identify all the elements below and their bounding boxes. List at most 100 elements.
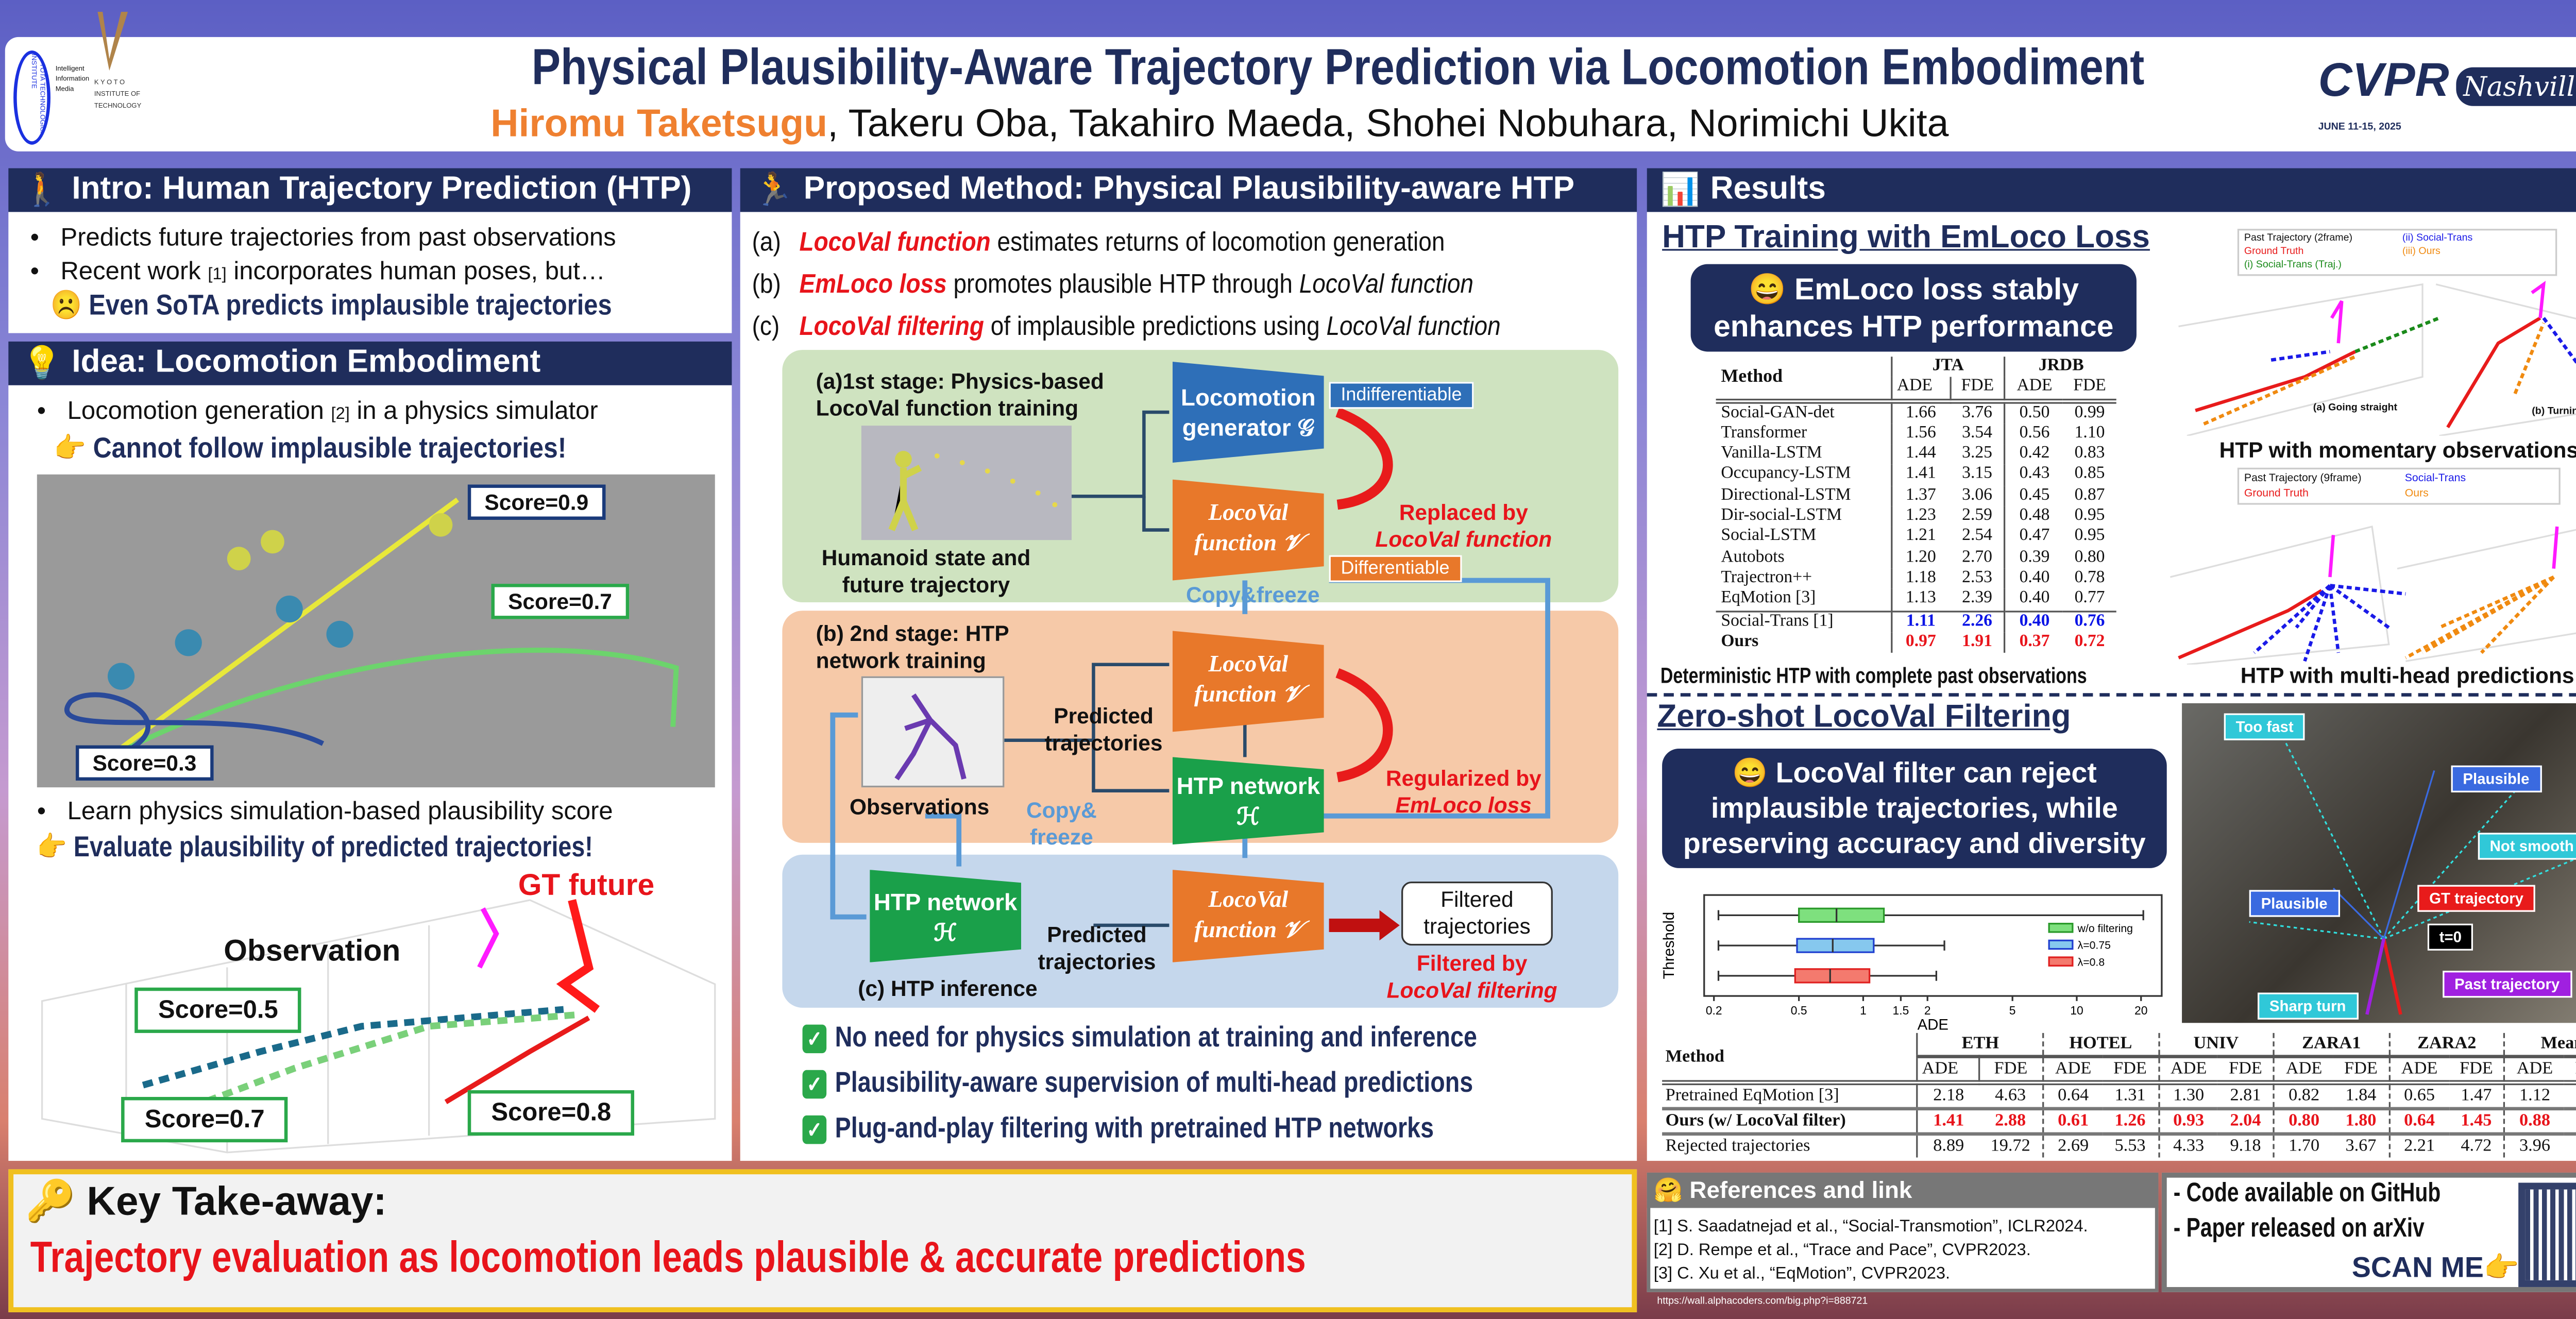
table1-caption: Deterministic HTP with complete past obs… [1660, 663, 2087, 688]
value-cell: 0.80 [2289, 1112, 2320, 1131]
fig1-legend: Past Trajectory (2frame) Ground Truth (i… [2237, 229, 2557, 276]
code-link[interactable]: - Code available on GitHub [2173, 1179, 2441, 1208]
value-cell: 2.70 [1950, 548, 2006, 569]
filtering-photo [2182, 703, 2576, 1023]
indifferentiable-tag: Indifferentiable [1329, 382, 1474, 409]
legend-label: λ=0.75 [2078, 940, 2111, 952]
value-cell: 2.81 [2218, 1083, 2275, 1109]
eth-ucy-table: MethodETHHOTELUNIVZARA1ZARA2MeanADEFDEAD… [1662, 1033, 2576, 1158]
observations-label: Observations [849, 794, 990, 820]
method-cell: Social-GAN-det [1716, 400, 1892, 424]
method-cell: Dir-social-LSTM [1716, 506, 1892, 528]
legend-label: w/o filtering [2077, 923, 2133, 935]
takeaway-title: 🔑 Key Take-away: [25, 1178, 387, 1227]
qr-code[interactable] [2518, 1182, 2576, 1287]
item-key: (b) [752, 270, 781, 300]
idea-text: Locomotion generation [67, 397, 331, 426]
value-cell: 0.64 [2058, 1087, 2089, 1106]
col-header: ADE [2401, 1060, 2438, 1079]
humanoid-image [861, 426, 1072, 540]
photo-tag: Not smooth [2478, 833, 2576, 860]
value-cell: 0.40 [2019, 589, 2050, 608]
value-cell: 2.41 [2564, 1083, 2576, 1109]
value-cell: 0.76 [2074, 612, 2105, 631]
value-cell: 2.26 [1950, 611, 2006, 633]
method-cell: Transformer [1716, 424, 1892, 445]
method-item-b: (b)EmLoco loss promotes plausible HTP th… [752, 271, 1473, 301]
stage-2-title: (b) 2nd stage: HTP network training [816, 620, 1009, 673]
value-cell: 2.21 [2404, 1137, 2435, 1156]
value-cell: 0.97 [1905, 632, 1936, 651]
iim-line: Media [55, 84, 74, 93]
intro-text: Recent work [60, 257, 201, 286]
value-cell: 2.39 [1950, 589, 2006, 611]
check-item: ✓Plausibility-aware supervision of multi… [802, 1067, 1473, 1100]
momentary-caption: HTP with momentary observations [2219, 437, 2576, 463]
col-header: FDE [2073, 377, 2106, 396]
col-header: ADE [2170, 1060, 2207, 1079]
value-cell: 1.80 [2333, 1108, 2390, 1134]
stage-1-title: (a)1st stage: Physics-based LocoVal func… [816, 368, 1104, 421]
value-cell: 4.72 [2449, 1134, 2505, 1158]
value-cell: 0.99 [2074, 403, 2105, 422]
score-label: Score=0.9 [467, 484, 605, 520]
group-header: ZARA1 [2274, 1033, 2390, 1057]
item-emphasis: LocoVal function [799, 229, 991, 258]
value-cell: 0.93 [2173, 1112, 2205, 1131]
locoval-function-block: LocoVal function 𝒱 [1172, 479, 1324, 581]
value-cell: 4.63 [1978, 1083, 2044, 1109]
lightbulb-icon: 💡 [22, 346, 62, 382]
value-cell: 0.82 [2289, 1087, 2320, 1106]
poster-title: Physical Plausibility-Aware Trajectory P… [531, 40, 2144, 96]
image-credit-link[interactable]: https://wall.alphacoders.com/big.php?i=8… [1657, 1297, 1868, 1308]
table-header-row: MethodETHHOTELUNIVZARA1ZARA2Mean [1662, 1033, 2576, 1083]
citation: [1] [208, 265, 227, 284]
col-header: ADE [1918, 1056, 1980, 1083]
block-label: LocoVal function 𝒱 [1194, 501, 1302, 557]
cvpr-city: Nashville [2456, 67, 2576, 106]
value-cell: 0.64 [2404, 1112, 2435, 1131]
reference-item: [1] S. Saadatnejad et al., “Social-Trans… [1653, 1218, 2088, 1237]
idea-point-1: 👉 Cannot follow implausible trajectories… [54, 432, 567, 465]
value-cell: 3.96 [2519, 1137, 2551, 1156]
col-header: ADE [2055, 1060, 2092, 1079]
y-axis-label: Threshold [1660, 912, 1677, 979]
legend-item: (ii) Social-Trans [2402, 233, 2473, 244]
multihead-plots [2170, 526, 2576, 665]
cvpr-text: CVPR [2318, 54, 2449, 106]
kyoto-line: K Y O T O [94, 77, 125, 86]
results-header: 📊Results [1647, 168, 2576, 212]
photo-tag: t=0 [2427, 923, 2473, 951]
checkmark-icon: ✓ [802, 1070, 827, 1099]
photo-tag: Plausible [2451, 765, 2541, 792]
group-header: Mean [2504, 1033, 2576, 1057]
col-header: FDE [1978, 1056, 2044, 1083]
x-tick-label: 10 [2070, 1004, 2083, 1017]
item-key: (a) [752, 229, 781, 258]
walking-person-icon: 🚶 [22, 173, 62, 209]
cvpr-date: JUNE 11-15, 2025 [2318, 123, 2401, 133]
idea-point-2: 👉 Evaluate plausibility of predicted tra… [37, 831, 593, 864]
locoval-subtitle: Zero-shot LocoVal Filtering [1657, 700, 2071, 735]
toyota-logo: TOYOTA TECHNOLOGICAL INSTITUTE [13, 50, 50, 145]
value-cell: 0.42 [2019, 444, 2050, 463]
value-cell: 1.37 [1905, 485, 1936, 504]
paper-link[interactable]: - Paper released on arXiv [2173, 1214, 2425, 1244]
reference-item: [3] C. Xu et al., “EqMotion”, CVPR2023. [1653, 1265, 1951, 1284]
value-cell: 1.11 [1906, 612, 1936, 631]
kyoto-line: TECHNOLOGY [94, 100, 142, 110]
value-cell: 1.41 [1933, 1112, 1964, 1131]
value-cell: 1.26 [2103, 1108, 2160, 1134]
col-header: FDE [2564, 1056, 2576, 1083]
value-cell: 0.43 [2019, 465, 2050, 484]
x-tick-label: 5 [2009, 1004, 2016, 1017]
checkmark-icon: ✓ [802, 1024, 827, 1054]
